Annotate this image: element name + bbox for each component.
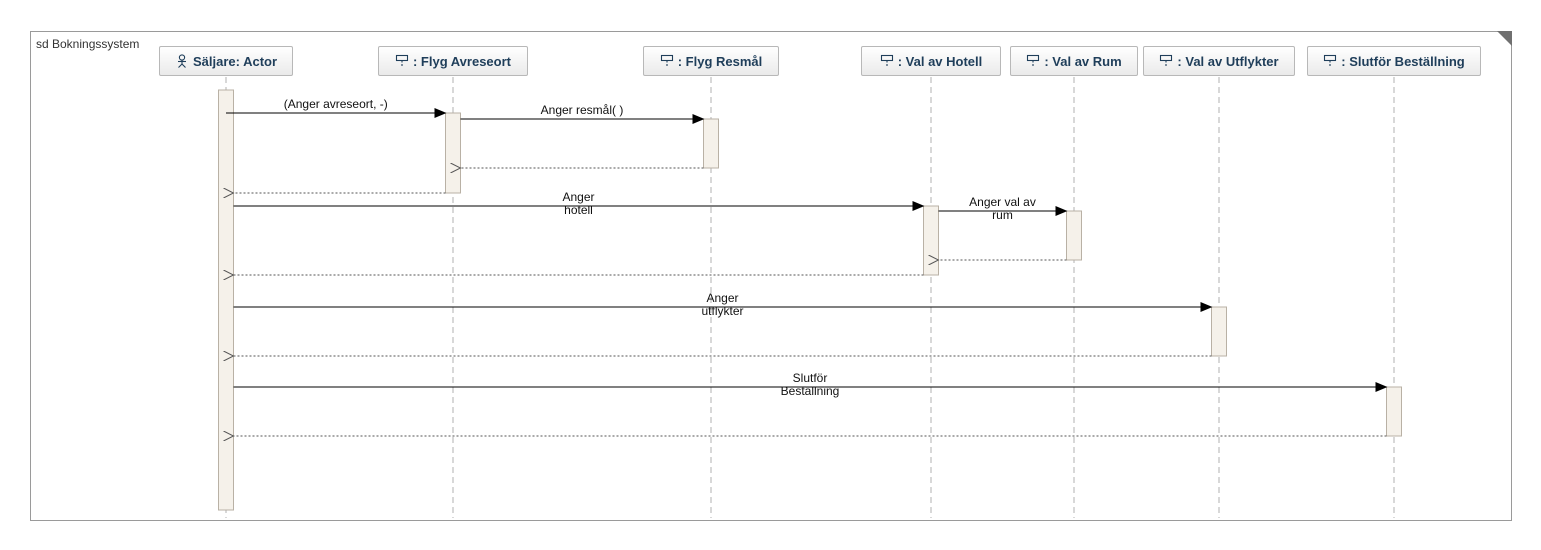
- activation-bar-hotell: [923, 205, 939, 276]
- lifeline-icon: [1026, 54, 1040, 68]
- msg-anger-resmal: Anger resmål( ): [460, 103, 705, 124]
- lifeline-icon: [395, 54, 409, 68]
- message-label: Anger val av: [969, 195, 1036, 209]
- message-label: (Anger avreseort, -): [284, 97, 388, 111]
- lifeline-header-resmal[interactable]: : Flyg Resmål: [643, 46, 779, 76]
- msg-anger-avreseort: (Anger avreseort, -): [226, 97, 447, 118]
- lifeline-icon: [1159, 54, 1173, 68]
- message-label: Anger resmål( ): [541, 103, 624, 117]
- message-label: Beställning: [781, 384, 840, 398]
- lifeline-label: : Val av Rum: [1044, 53, 1122, 69]
- message-label: Anger: [562, 190, 594, 204]
- activation-bar-utflykter: [1211, 306, 1227, 357]
- lifeline-header-rum[interactable]: : Val av Rum: [1010, 46, 1138, 76]
- activation-bar-actor: [218, 89, 234, 511]
- lifeline-label: : Slutför Beställning: [1341, 53, 1465, 69]
- message-label: Slutför: [793, 371, 828, 385]
- actor-icon: [175, 54, 189, 68]
- lifeline-header-utflykter[interactable]: : Val av Utflykter: [1143, 46, 1295, 76]
- lifeline-header-hotell[interactable]: : Val av Hotell: [861, 46, 1001, 76]
- lifeline-label: : Flyg Resmål: [677, 53, 763, 69]
- message-label: utflykter: [701, 304, 743, 318]
- frame-title: sd Bokningssystem: [36, 37, 140, 51]
- activation-bar-slutfor: [1386, 386, 1402, 437]
- lifeline-label: : Val av Utflykter: [1177, 53, 1279, 69]
- lifeline-header-slutfor[interactable]: : Slutför Beställning: [1307, 46, 1481, 76]
- lifeline-label: : Val av Hotell: [897, 53, 983, 69]
- lifeline-icon: [1323, 54, 1337, 68]
- message-label: rum: [992, 208, 1013, 222]
- lifeline-header-actor[interactable]: Säljare: Actor: [159, 46, 293, 76]
- lifeline-label: : Flyg Avreseort: [412, 53, 511, 69]
- activation-bar-rum: [1066, 210, 1082, 261]
- activation-bar-avreseort: [445, 112, 461, 194]
- frame-corner: [1497, 31, 1512, 46]
- message-label: hotell: [564, 203, 593, 217]
- message-label: Anger: [706, 291, 738, 305]
- lifeline-header-avreseort[interactable]: : Flyg Avreseort: [378, 46, 528, 76]
- lifeline-icon: [880, 54, 894, 68]
- activation-bar-resmal: [703, 118, 719, 169]
- lifeline-label: Säljare: Actor: [192, 53, 278, 69]
- lifeline-icon: [660, 54, 674, 68]
